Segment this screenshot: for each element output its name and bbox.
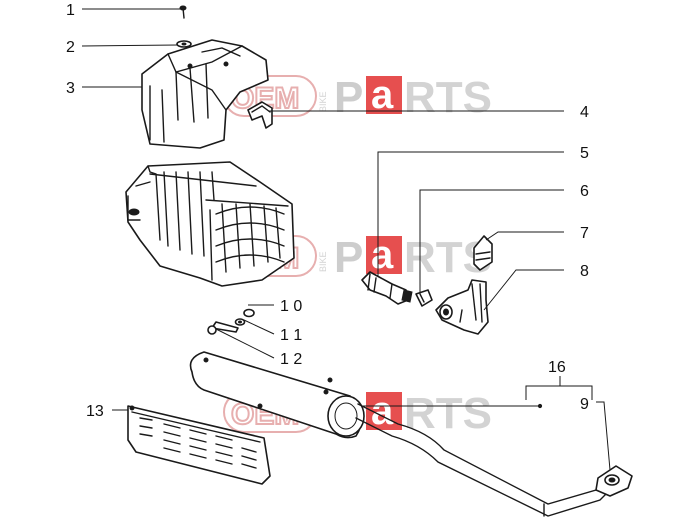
watermark-rts-text: RTS [404,73,492,122]
watermark-a-text: a [371,389,394,433]
part-7-cap [473,235,493,271]
leader-5 [377,151,564,276]
watermark-bike-text: BIKE [318,251,328,272]
leader-lines [81,8,611,471]
part-5-spark-plug [361,271,413,305]
callout-6: 6 [580,183,589,200]
leader-8 [483,269,564,311]
part-9-gasket [595,465,633,497]
leader-12 [215,328,275,359]
callout-1: 1 [66,2,75,19]
callout-12: 1 2 [280,351,302,368]
callout-10: 1 0 [280,298,302,315]
part-4-clip [247,101,273,129]
watermark-rts-text: RTS [404,389,492,438]
callout-2: 2 [66,39,75,56]
callout-16: 16 [548,359,566,376]
watermark-a-text: a [371,73,394,117]
part-8-plug-cap [435,279,489,335]
exhaust-pipe [355,403,615,517]
callout-4: 4 [580,104,589,121]
part-12-bolt [207,321,239,335]
part-13-heat-shield [127,405,271,485]
watermark-bike-text: BIKE [318,91,328,112]
part-2-washer [176,40,192,48]
leader-16-bracket [525,385,593,400]
watermark-top: OEM BIKE P a RTS [223,73,492,122]
watermark-a-box [366,236,402,274]
watermark-p-text: P [334,233,363,282]
leader-2 [81,44,179,47]
muffler-body [189,351,365,439]
callout-9: 9 [580,396,589,413]
callout-3: 3 [66,80,75,97]
watermark-a-box [366,76,402,114]
callout-7: 7 [580,225,589,242]
part-1-screw [179,5,187,19]
cylinder-block [125,161,295,287]
leader-9 [596,401,611,471]
watermark-a-text: a [371,233,394,277]
part-11-washer [234,318,246,326]
callout-labels: 1 2 3 4 5 6 7 8 9 1 0 1 1 1 2 13 16 [66,2,589,420]
part-10-washer [243,308,255,318]
callout-13: 13 [86,403,104,420]
callout-8: 8 [580,263,589,280]
part-3-cylinder-cover [141,39,269,149]
leader-7 [485,231,564,241]
leader-11 [243,319,275,335]
part-6-nut [415,289,433,307]
leader-6 [419,189,564,294]
watermark-p-text: P [334,73,363,122]
callout-5: 5 [580,145,589,162]
callout-11: 1 1 [280,327,302,344]
